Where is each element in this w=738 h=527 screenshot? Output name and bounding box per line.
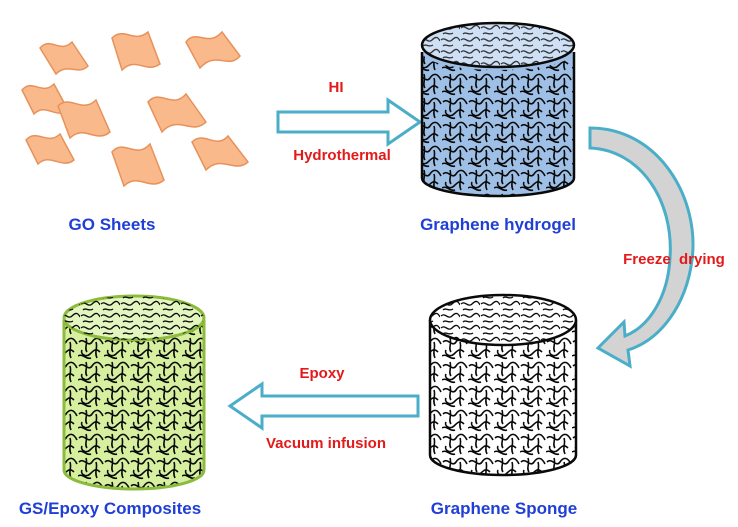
gs-epoxy-composites-label: GS/Epoxy Composites bbox=[19, 499, 201, 518]
go-sheet-icon bbox=[185, 30, 241, 70]
go-sheets-cluster bbox=[21, 30, 250, 188]
hi-step-label: HI bbox=[329, 79, 344, 96]
go-sheet-icon bbox=[57, 98, 111, 140]
graphene-sponge-label: Graphene Sponge bbox=[431, 499, 577, 518]
go-sheet-icon bbox=[191, 134, 250, 172]
graphene-hydrogel-cylinder bbox=[420, 21, 576, 198]
hydrothermal-step-label: Hydrothermal bbox=[293, 147, 391, 164]
go-sheet-icon bbox=[39, 40, 89, 76]
vacuum-infusion-step-label: Vacuum infusion bbox=[266, 435, 386, 452]
go-sheet-icon bbox=[25, 132, 75, 166]
go-sheet-icon bbox=[111, 142, 165, 188]
go-sheet-icon bbox=[147, 92, 207, 134]
graphene-sponge-cylinder bbox=[428, 293, 578, 477]
epoxy-step-label: Epoxy bbox=[299, 365, 345, 382]
freeze-drying-step-label: Freeze drying bbox=[623, 251, 725, 268]
go-sheets-label: GO Sheets bbox=[69, 215, 156, 234]
gs-epoxy-composite-cylinder bbox=[62, 294, 206, 491]
arrow-go-to-hydrogel bbox=[276, 97, 423, 147]
arrow-hydrogel-to-sponge bbox=[588, 126, 695, 369]
arrow-sponge-to-composite bbox=[227, 381, 420, 431]
go-sheet-icon bbox=[111, 30, 161, 72]
graphene-hydrogel-label: Graphene hydrogel bbox=[420, 215, 576, 234]
